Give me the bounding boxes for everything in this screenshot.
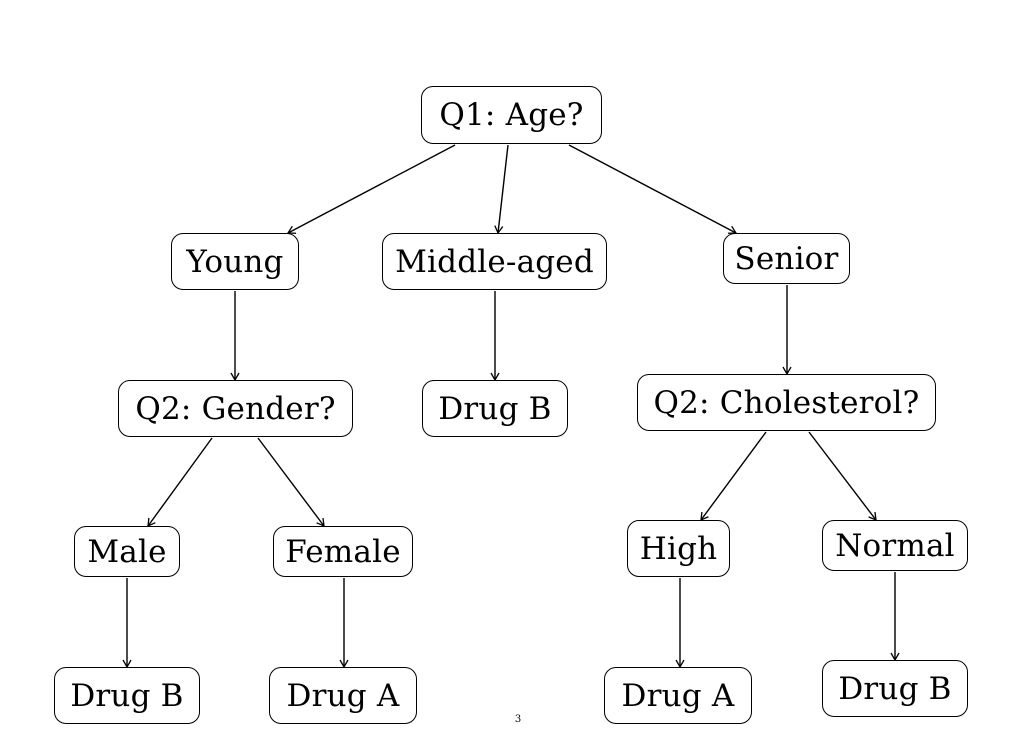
node-cholesterol-question: Q2: Cholesterol? — [637, 374, 936, 431]
leaf-female-drug: Drug A — [269, 667, 417, 724]
edge-q1-to-middle-aged — [494, 144, 509, 235]
edge-cholesterol-to-high — [700, 431, 767, 522]
root-node-age-question: Q1: Age? — [421, 86, 602, 144]
edge-gender-to-female — [257, 437, 325, 528]
page-number: 3 — [514, 714, 522, 725]
leaf-normal-drug: Drug B — [822, 660, 968, 717]
leaf-male-drug: Drug B — [54, 667, 200, 724]
node-high: High — [627, 520, 730, 577]
node-gender-question: Q2: Gender? — [118, 380, 353, 437]
leaf-high-drug: Drug A — [604, 667, 752, 724]
node-female: Female — [273, 526, 413, 577]
leaf-middle-aged-drug: Drug B — [422, 380, 568, 437]
edge-q1-to-senior — [568, 144, 738, 234]
edge-q1-to-young — [286, 144, 456, 234]
edge-cholesterol-to-normal — [808, 431, 877, 522]
node-male: Male — [74, 526, 180, 577]
node-young: Young — [171, 233, 299, 290]
node-normal: Normal — [822, 520, 968, 571]
node-middle-aged: Middle-aged — [382, 233, 607, 290]
node-senior: Senior — [723, 233, 850, 284]
edge-gender-to-male — [147, 437, 213, 528]
